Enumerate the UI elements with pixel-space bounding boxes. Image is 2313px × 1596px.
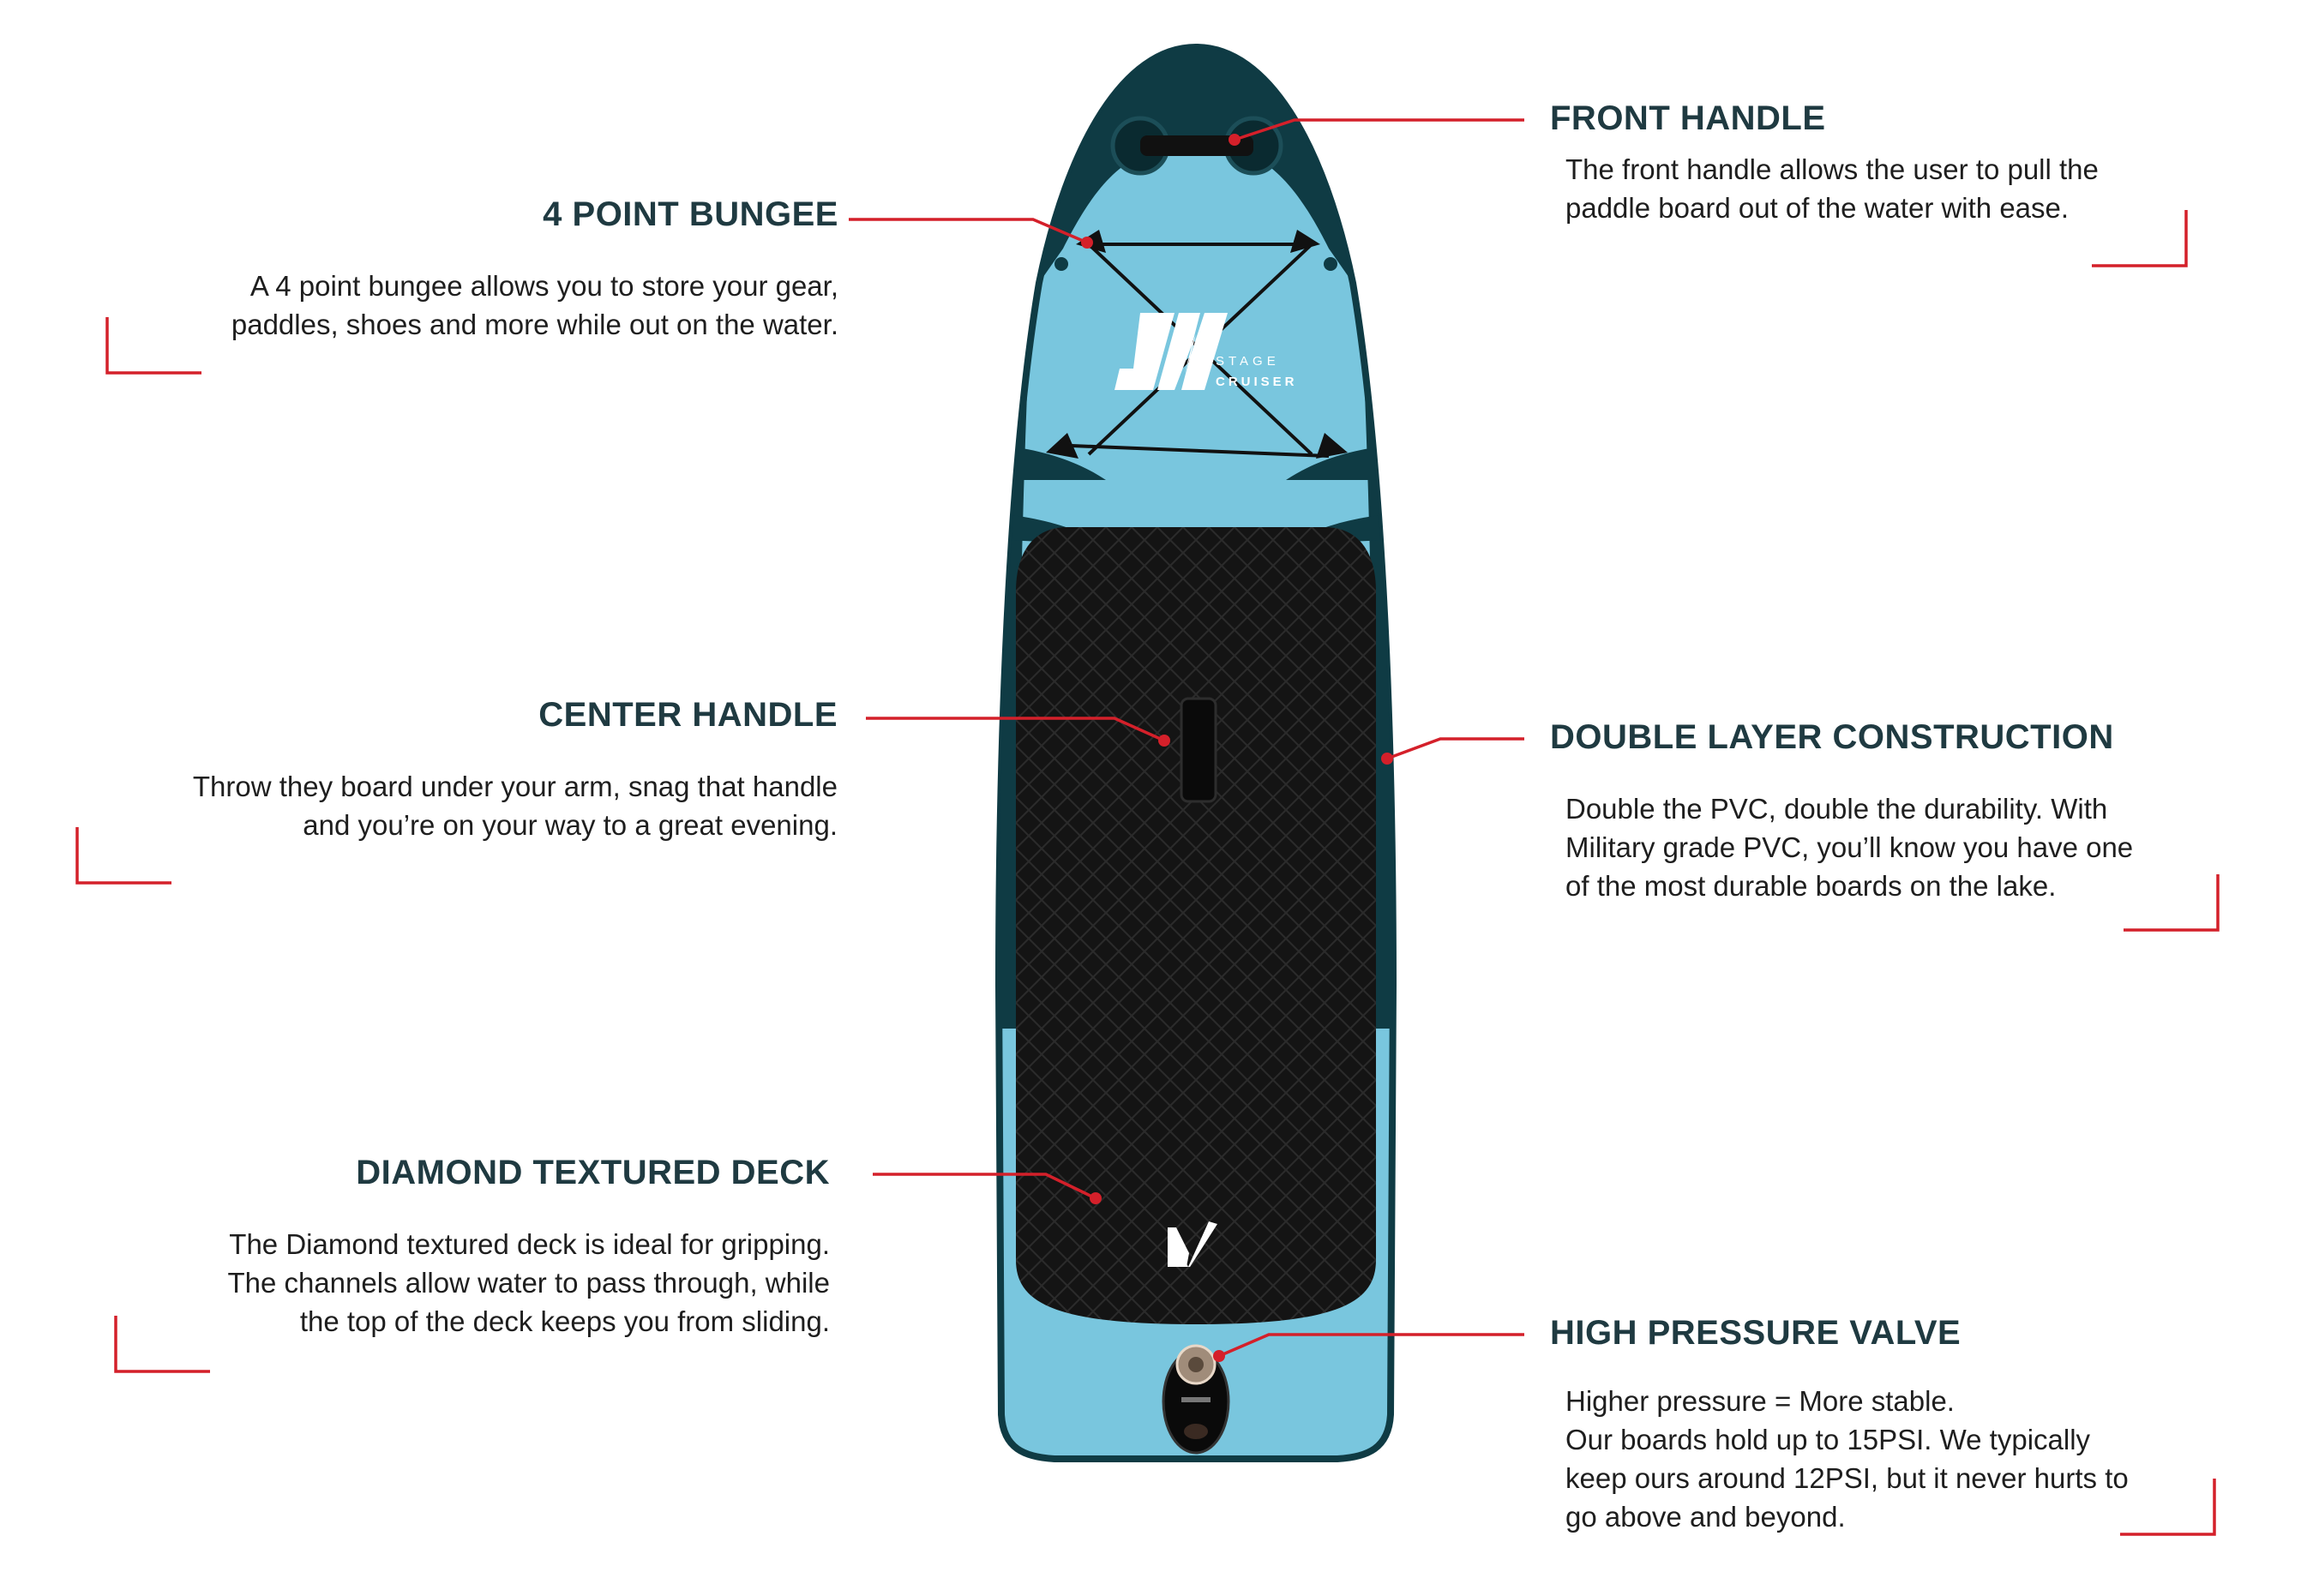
front-handle-strap: [1140, 135, 1253, 156]
feature-title: 4 POINT BUNGEE: [543, 195, 838, 233]
deck-pad: [1016, 527, 1376, 1324]
feature-description: A 4 point bungee allows you to store you…: [231, 270, 838, 340]
feature-title: DOUBLE LAYER CONSTRUCTION: [1550, 718, 2114, 756]
feature-title: DIAMOND TEXTURED DECK: [356, 1154, 830, 1191]
feature-title: CENTER HANDLE: [538, 696, 838, 734]
callout-line-valve: [1218, 1333, 1524, 1358]
feature-center-handle: CENTER HANDLE Throw they board under you…: [193, 696, 838, 844]
bracket-valve: [2120, 1479, 2216, 1536]
feature-title: FRONT HANDLE: [1550, 99, 1826, 137]
callout-dot-valve: [1213, 1350, 1225, 1362]
callout-line-center-handle: [866, 717, 1165, 742]
feature-title: HIGH PRESSURE VALVE: [1550, 1314, 1962, 1352]
callout-line-4-point-bungee: [849, 218, 1088, 244]
bungee-anchor-br: [1316, 433, 1348, 459]
callout-dot-diamond-deck: [1090, 1192, 1102, 1204]
callout-dot-4-point-bungee: [1081, 237, 1093, 249]
callout-dot-double-layer: [1381, 753, 1393, 765]
feature-diamond-textured-deck: DIAMOND TEXTURED DECK The Diamond textur…: [227, 1154, 830, 1341]
feature-4-point-bungee: 4 POINT BUNGEE A 4 point bungee allows y…: [231, 195, 838, 344]
brand-logo: STAGE CRUISER: [1114, 313, 1298, 390]
bungee-anchor-tr: [1290, 230, 1320, 253]
feature-description: Throw they board under your arm, snag th…: [192, 771, 838, 841]
feature-description: The front handle allows the user to pull…: [1565, 153, 2099, 224]
callout-line-diamond-deck: [873, 1173, 1096, 1200]
feature-description: The Diamond textured deck is ideal for g…: [227, 1228, 830, 1337]
callout-line-double-layer: [1386, 737, 1524, 760]
bracket-diamond-deck: [114, 1316, 210, 1373]
brand-model-bottom: CRUISER: [1216, 375, 1298, 389]
feature-double-layer-construction: DOUBLE LAYER CONSTRUCTION Double the PVC…: [1550, 718, 2133, 905]
bungee-anchor-bl: [1046, 433, 1078, 459]
callout-line-front-handle: [1234, 118, 1524, 141]
bracket-4-point-bungee: [105, 317, 201, 375]
bracket-double-layer: [2124, 874, 2220, 932]
bracket-front-handle: [2092, 210, 2188, 267]
callout-dot-front-handle: [1229, 134, 1241, 146]
center-handle: [1180, 697, 1217, 803]
callout-dot-center-handle: [1158, 735, 1170, 747]
brand-model-top: STAGE: [1216, 354, 1280, 369]
feature-description: Double the PVC, double the durability. W…: [1565, 793, 2134, 902]
feature-front-handle: FRONT HANDLE The front handle allows the…: [1550, 99, 2099, 227]
feature-description: Higher pressure = More stable. Our board…: [1565, 1385, 2129, 1533]
feature-high-pressure-valve: HIGH PRESSURE VALVE Higher pressure = Mo…: [1550, 1314, 2129, 1536]
bracket-center-handle: [75, 827, 171, 885]
